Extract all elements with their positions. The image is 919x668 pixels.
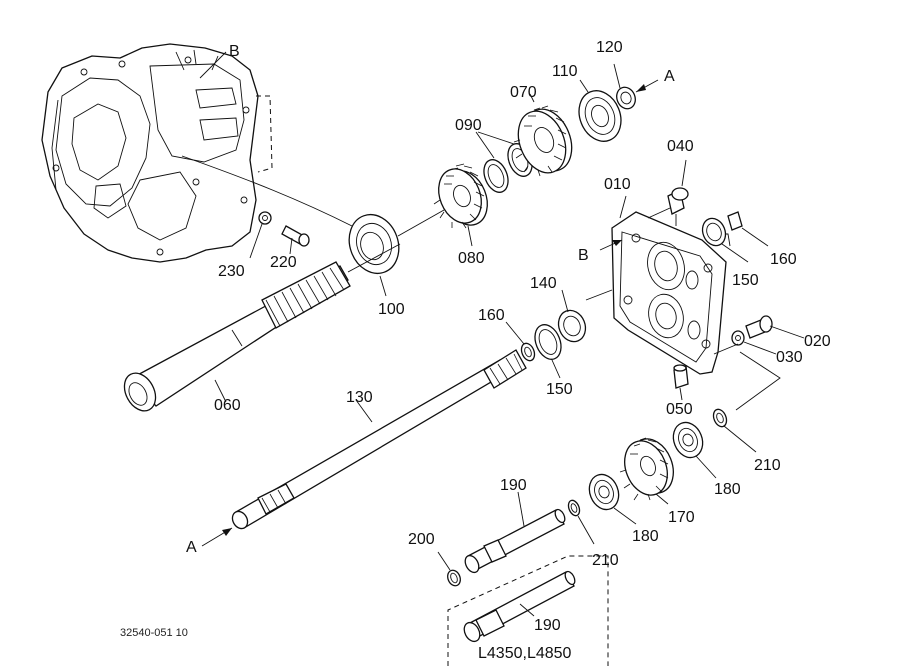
ref-b2-label: B bbox=[578, 247, 589, 264]
axis-line-upper bbox=[397, 209, 445, 237]
drawing-code: 32540-051 10 bbox=[120, 627, 188, 639]
label-010: 010 bbox=[604, 176, 631, 193]
variant-box bbox=[447, 555, 609, 666]
label-130: 130 bbox=[346, 389, 373, 406]
label-020: 020 bbox=[804, 333, 831, 350]
leader-ref-b1 bbox=[199, 51, 227, 79]
label-230: 230 bbox=[218, 263, 245, 280]
leader-housing-100 bbox=[181, 155, 353, 227]
axis-cover-lower bbox=[735, 351, 781, 411]
leader-040-cover bbox=[647, 207, 671, 219]
part-190-variant-shaft bbox=[463, 570, 576, 643]
part-050-pin bbox=[673, 364, 689, 401]
label-100: 100 bbox=[378, 301, 405, 318]
label-050: 050 bbox=[666, 401, 693, 418]
label-120: 120 bbox=[596, 39, 623, 56]
label-180-upper: 180 bbox=[714, 481, 741, 498]
ref-a2-label: A bbox=[186, 539, 197, 556]
label-220: 220 bbox=[270, 254, 297, 271]
shaft-060-splines bbox=[265, 267, 345, 327]
variant-model-label: L4350,L4850 bbox=[478, 645, 572, 662]
label-210-right: 210 bbox=[754, 457, 781, 474]
ref-b1-label: B bbox=[229, 43, 240, 60]
label-160-middle: 160 bbox=[478, 307, 505, 324]
part-130-shaft bbox=[231, 349, 527, 530]
label-070: 070 bbox=[510, 84, 537, 101]
label-170: 170 bbox=[668, 509, 695, 526]
part-140-bearing bbox=[557, 289, 587, 343]
label-040: 040 bbox=[667, 138, 694, 155]
ref-a1-arrow bbox=[635, 79, 659, 93]
label-080: 080 bbox=[458, 250, 485, 267]
label-180-lower: 180 bbox=[632, 528, 659, 545]
label-090: 090 bbox=[455, 117, 482, 134]
label-140: 140 bbox=[530, 275, 557, 292]
part-030-washer bbox=[731, 330, 777, 355]
part-110-bearing bbox=[578, 79, 622, 142]
label-190-upper: 190 bbox=[500, 477, 527, 494]
label-150-middle: 150 bbox=[546, 381, 573, 398]
label-060: 060 bbox=[214, 397, 241, 414]
part-180-upper-bearing bbox=[672, 421, 717, 479]
part-100-bearing bbox=[348, 213, 400, 297]
part-150-middle-ring bbox=[534, 324, 562, 379]
part-160-middle-clip bbox=[505, 321, 536, 362]
part-230-nut bbox=[249, 211, 272, 259]
label-160-upper: 160 bbox=[770, 251, 797, 268]
part-150-upper-ring bbox=[701, 217, 749, 263]
part-070-gear bbox=[513, 93, 573, 177]
label-210-lower: 210 bbox=[592, 552, 619, 569]
label-150-upper: 150 bbox=[732, 272, 759, 289]
ref-a2-arrow bbox=[201, 527, 233, 547]
transmission-housing bbox=[41, 43, 273, 263]
ref-b2-arrow bbox=[599, 239, 623, 251]
part-200-ring bbox=[437, 551, 461, 587]
part-010-cover bbox=[611, 195, 731, 375]
part-180-lower-bearing bbox=[588, 473, 637, 525]
shaft-130-splines bbox=[489, 353, 523, 385]
part-120-ring bbox=[613, 63, 636, 110]
part-170-gear bbox=[619, 437, 674, 505]
part-040-bolt bbox=[667, 159, 689, 226]
label-200: 200 bbox=[408, 531, 435, 548]
part-020-bolt bbox=[745, 315, 805, 339]
label-190-variant: 190 bbox=[534, 617, 561, 634]
part-210-lower-clip bbox=[567, 499, 595, 545]
part-080-gear bbox=[433, 163, 488, 247]
part-060-shaft bbox=[123, 243, 401, 412]
leader-cover-030 bbox=[713, 343, 739, 355]
axis-140-cover bbox=[585, 289, 613, 301]
part-220-bolt bbox=[281, 225, 310, 255]
part-210-right-clip bbox=[712, 408, 757, 453]
part-190-upper-shaft bbox=[464, 491, 566, 574]
part-160-upper-clip bbox=[727, 211, 769, 247]
label-030: 030 bbox=[776, 349, 803, 366]
label-110: 110 bbox=[552, 63, 578, 80]
ref-a1-label: A bbox=[664, 68, 675, 85]
